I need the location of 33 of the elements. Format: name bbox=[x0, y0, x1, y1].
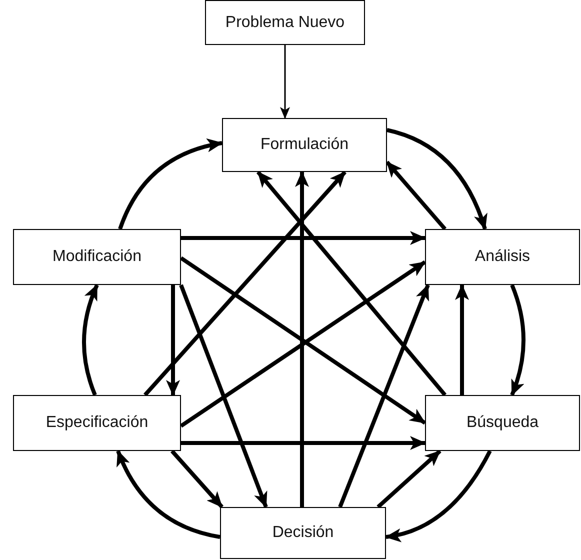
arrow bbox=[376, 450, 442, 508]
process-box bbox=[205, 0, 365, 45]
process-box bbox=[13, 229, 181, 285]
process-box bbox=[222, 118, 387, 172]
process-box bbox=[425, 395, 580, 451]
arrow bbox=[455, 284, 469, 395]
box-label: Problema Nuevo bbox=[225, 12, 345, 32]
box-label: Formulación bbox=[260, 135, 349, 155]
box-label: Análisis bbox=[474, 247, 530, 267]
arrow bbox=[166, 285, 180, 396]
arrow bbox=[295, 171, 309, 507]
process-box bbox=[13, 395, 181, 451]
arrow bbox=[179, 284, 268, 508]
arrow bbox=[116, 450, 220, 539]
arrow bbox=[280, 45, 290, 119]
arrow bbox=[338, 284, 430, 508]
arrow bbox=[181, 231, 426, 245]
arrow bbox=[510, 284, 526, 396]
box-label: Decisión bbox=[272, 523, 334, 543]
arrow bbox=[385, 160, 447, 230]
arrow bbox=[256, 170, 447, 396]
arrow bbox=[170, 450, 224, 508]
arrow bbox=[82, 284, 99, 396]
arrow bbox=[118, 139, 223, 230]
process-box bbox=[425, 229, 580, 285]
arrow bbox=[386, 128, 487, 230]
process-box bbox=[220, 507, 386, 559]
box-label: Modificación bbox=[52, 247, 142, 267]
box-label: Búsqueda bbox=[466, 413, 539, 433]
arrow bbox=[385, 450, 492, 542]
arrow bbox=[144, 170, 346, 396]
box-label: Especificación bbox=[46, 413, 148, 433]
arrow bbox=[181, 436, 426, 450]
